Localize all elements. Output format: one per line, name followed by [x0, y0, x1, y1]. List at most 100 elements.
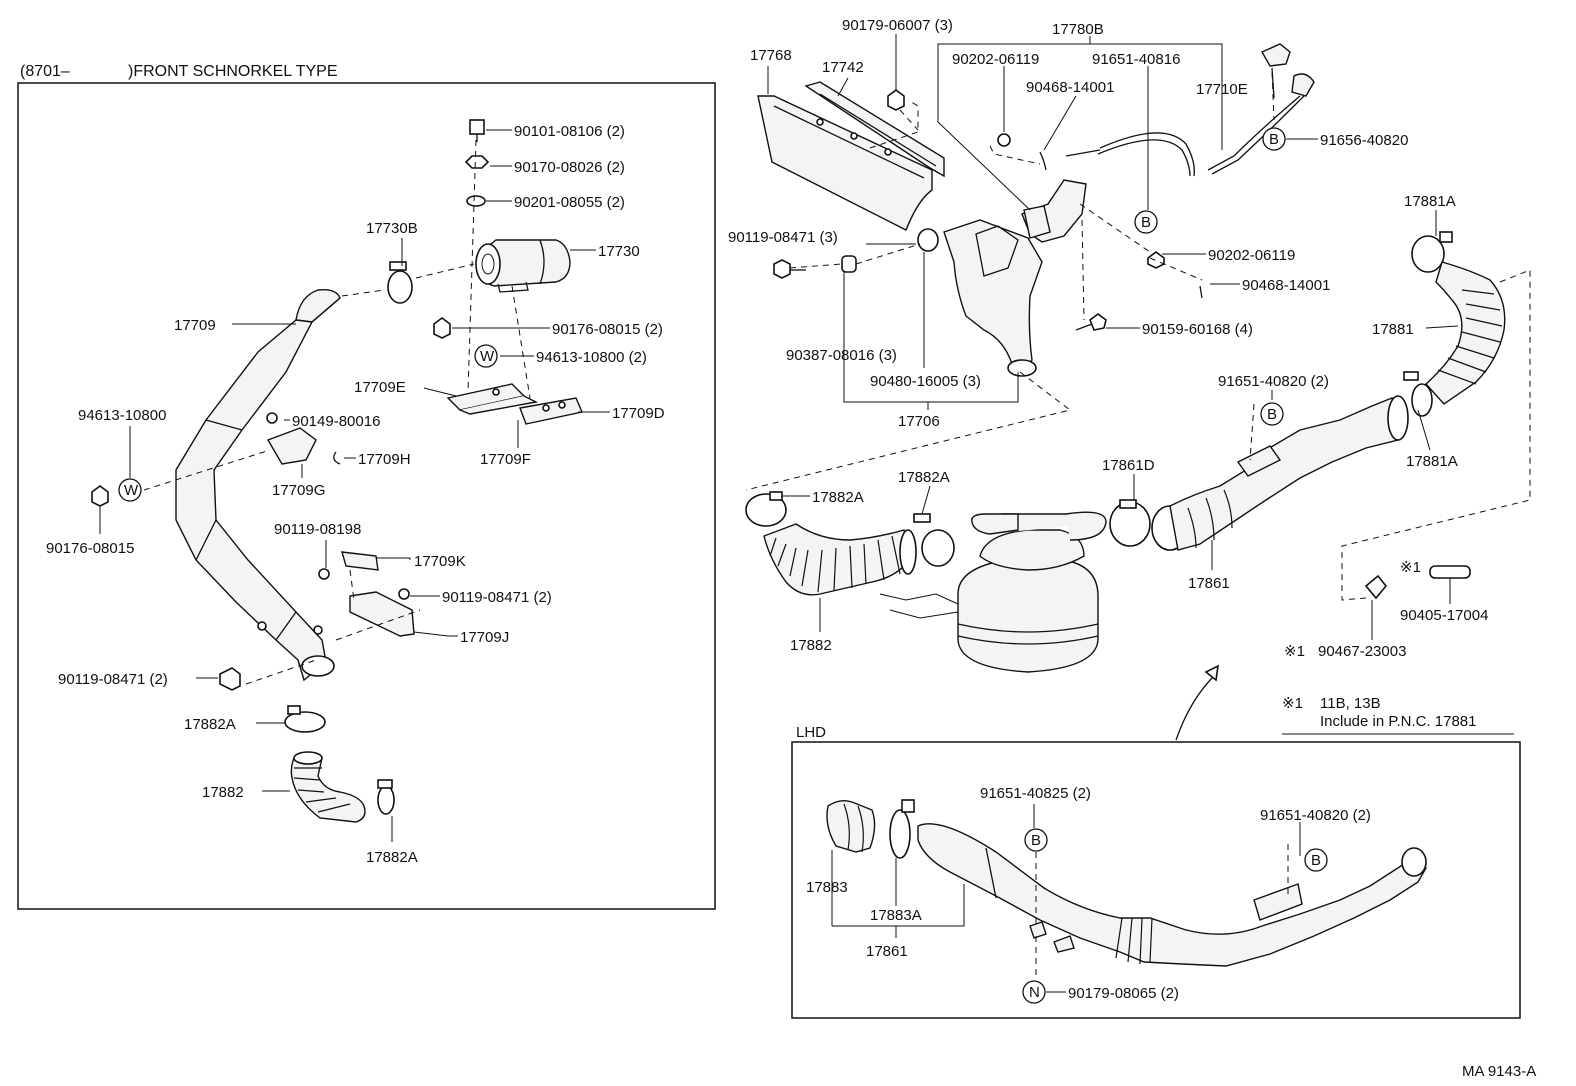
- marker-b-label: B: [1031, 832, 1041, 849]
- upper-section: B B 17768 17742 90179-06007 (3) 17780B 9…: [728, 17, 1408, 491]
- part-label: 90159-60168 (4): [1142, 321, 1253, 338]
- marker-w-label: W: [480, 348, 495, 365]
- part-label: 17883: [806, 879, 848, 896]
- part-label: 91651-40820 (2): [1260, 807, 1371, 824]
- part-label: 90202-06119: [952, 51, 1039, 68]
- part-label: 17883A: [870, 907, 922, 924]
- note-star-mark: ※1: [1400, 559, 1421, 576]
- marker-b-circle: [1304, 848, 1328, 872]
- hose-17882-drawing: [745, 491, 955, 596]
- part-label: 90179-06007 (3): [842, 17, 953, 34]
- snorkel-markers: W W: [118, 344, 498, 502]
- lhd-frame: [791, 741, 1521, 1019]
- part-label: 17861: [1188, 575, 1230, 592]
- part-label: 90176-08015: [46, 540, 134, 557]
- main-labels: 17881A 17881 91651-40820 (2) 17881A 1786…: [790, 193, 1488, 660]
- brackets-17709K-J-drawing: [318, 551, 415, 637]
- marker-n-circle: [1022, 980, 1046, 1004]
- arrow-head: [1204, 664, 1220, 682]
- part-label: 17709H: [358, 451, 411, 468]
- part-label: 17768: [750, 47, 792, 64]
- upper-leaders: [745, 34, 1318, 491]
- part-label: 90119-08198: [274, 521, 361, 538]
- part-label: 17881A: [1406, 453, 1458, 470]
- part-label: 17709E: [354, 379, 406, 396]
- part-label: 17730: [598, 243, 640, 260]
- lhd-hoses-drawing: [826, 799, 1427, 967]
- marker-b-circle: [1024, 828, 1048, 852]
- marker-b-label: B: [1269, 131, 1279, 148]
- part-label: 90201-08055 (2): [514, 194, 625, 211]
- part-label: 17706: [898, 413, 940, 430]
- part-label: 90202-06119: [1208, 247, 1295, 264]
- part-17730-drawing: [475, 239, 571, 293]
- part-label: 17882A: [366, 849, 418, 866]
- snorkel-labels: 90101-08106 (2) 90170-08026 (2) 90201-08…: [46, 123, 665, 866]
- part-label: 90149-80016: [292, 413, 380, 430]
- part-label: 17882A: [812, 489, 864, 506]
- snorkel-frame: [17, 82, 716, 910]
- marker-n-label: N: [1029, 984, 1040, 1001]
- main-leaders: [782, 210, 1531, 640]
- part-label: 91656-40820: [1320, 132, 1408, 149]
- part-label: 90387-08016 (3): [786, 347, 897, 364]
- part-label: 17709K: [414, 553, 466, 570]
- duct-17706-drawing: [773, 219, 1043, 377]
- hardware-stack-drawing: [464, 119, 490, 207]
- note-mark: ※1: [1282, 695, 1303, 712]
- part-label: 90176-08015 (2): [552, 321, 663, 338]
- part-label: 17709F: [480, 451, 531, 468]
- arrow-to-lhd: [1175, 675, 1215, 741]
- reference-code: MA 9143-A: [1462, 1063, 1536, 1080]
- part-label: 17882: [202, 784, 244, 801]
- marker-b-label: B: [1141, 214, 1151, 231]
- part-label: 90467-23003: [1318, 643, 1406, 660]
- plate-17768-drawing: [757, 81, 945, 231]
- part-label: 17780B: [1052, 21, 1104, 38]
- marker-w-circle: [118, 478, 142, 502]
- lhd-section: LHD B: [791, 724, 1521, 1019]
- snorkel-leaders: [99, 129, 610, 842]
- lhd-leaders: [831, 804, 1301, 993]
- header-date-code: (8701–: [20, 63, 70, 80]
- part-label: 90119-08471 (2): [58, 671, 168, 688]
- brackets-17709-drawing: [446, 383, 583, 425]
- note-star-mark: ※1: [1284, 643, 1305, 660]
- main-intake-section: B 17881A 17881 91651-40820 (2) 17881A 17…: [745, 193, 1531, 741]
- bracket-17709G-drawing: [266, 412, 341, 465]
- snorkel-tube-17709-drawing: [175, 288, 341, 682]
- pipe-17861-drawing: [1109, 395, 1409, 551]
- lhd-markers: B B N: [1022, 828, 1328, 1004]
- note-line-1: 11B, 13B: [1320, 695, 1381, 712]
- marker-w-circle: [474, 344, 498, 368]
- part-label: 17861: [866, 943, 908, 960]
- upper-markers: B B: [1134, 127, 1286, 234]
- marker-w-label: W: [124, 482, 139, 499]
- part-label: 17709D: [612, 405, 665, 422]
- part-label: 17730B: [366, 220, 418, 237]
- part-label: 94613-10800: [78, 407, 166, 424]
- part-label: 17882A: [898, 469, 950, 486]
- part-label: 91651-40820 (2): [1218, 373, 1329, 390]
- part-label: 17882A: [184, 716, 236, 733]
- snorkel-section: (8701– )FRONT SCHNORKEL TYPE: [17, 63, 716, 910]
- part-label: 91651-40825 (2): [980, 785, 1091, 802]
- part-label: 90101-08106 (2): [514, 123, 625, 140]
- part-label: 17709G: [272, 482, 325, 499]
- part-label: 17861D: [1102, 457, 1155, 474]
- note-line-2: Include in P.N.C. 17881: [1320, 713, 1477, 730]
- part-label: 17709J: [460, 629, 509, 646]
- part-label: 17882: [790, 637, 832, 654]
- marker-b-circle: [1262, 127, 1286, 151]
- part-label: 17881: [1372, 321, 1414, 338]
- part-label: 94613-10800 (2): [536, 349, 647, 366]
- hose-17881-drawing: [1403, 231, 1506, 417]
- header-type-title: )FRONT SCHNORKEL TYPE: [128, 63, 338, 80]
- cable-17710E-drawing: [997, 43, 1315, 331]
- part-label: 90468-14001: [1242, 277, 1330, 294]
- part-label: 17710E: [1196, 81, 1248, 98]
- lhd-labels: 91651-40825 (2) 91651-40820 (2) 17883 17…: [806, 785, 1371, 1002]
- part-label: 90170-08026 (2): [514, 159, 625, 176]
- part-label: 17742: [822, 59, 864, 76]
